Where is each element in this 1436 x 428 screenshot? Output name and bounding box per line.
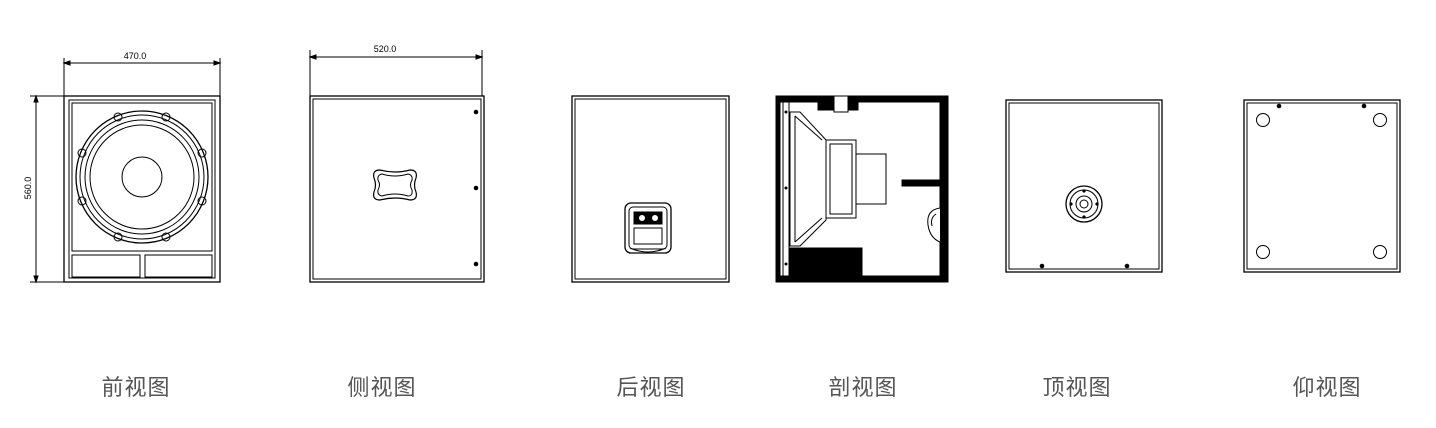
- pole-mount-socket: [1065, 185, 1103, 223]
- side-view: 520.0: [308, 44, 485, 283]
- bottom-view: [1243, 99, 1401, 273]
- caption-side-view: 侧视图: [347, 376, 417, 401]
- rubber-feet: [1256, 113, 1387, 259]
- connector-plate: [624, 202, 672, 254]
- back-view: [571, 95, 730, 283]
- side-depth-label: 520.0: [374, 44, 397, 54]
- caption-front-view: 前视图: [101, 376, 171, 401]
- caption-top-view: 顶视图: [1042, 376, 1112, 401]
- front-view: 470.0 560.0: [23, 51, 222, 284]
- side-handle: [373, 169, 417, 201]
- caption-back-view: 后视图: [616, 376, 686, 401]
- caption-section-view: 剖视图: [828, 376, 898, 401]
- top-view: [1005, 99, 1163, 273]
- caption-bottom-view: 仰视图: [1292, 376, 1362, 401]
- front-width-label: 470.0: [124, 51, 147, 61]
- section-view: [775, 95, 949, 283]
- front-height-dimension: 560.0: [23, 94, 64, 284]
- front-height-label: 560.0: [23, 177, 33, 200]
- side-depth-dimension: 520.0: [308, 44, 484, 96]
- woofer-mount-points: [77, 112, 207, 242]
- front-width-dimension: 470.0: [62, 51, 222, 96]
